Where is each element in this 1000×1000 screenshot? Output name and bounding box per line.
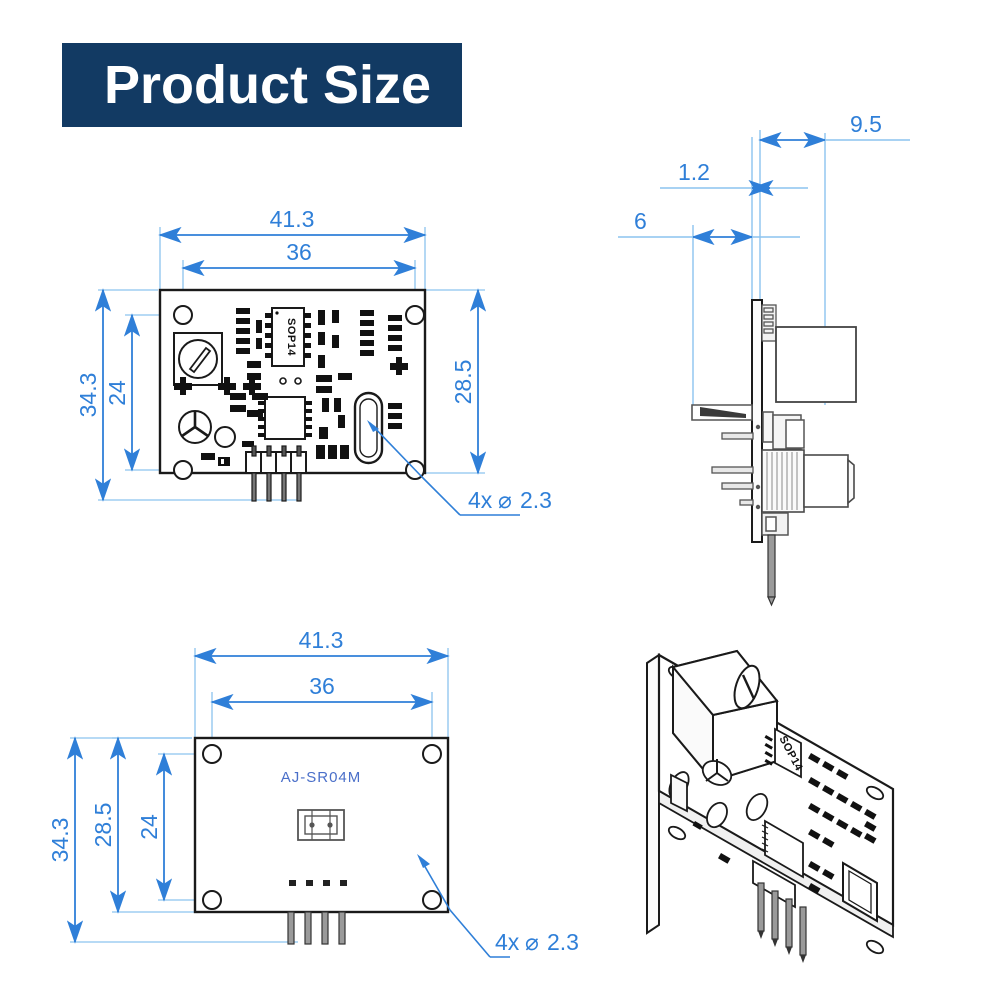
dim-bottom-hole-spacing-height: 24	[136, 752, 173, 902]
iso-components	[668, 759, 769, 829]
silkscreen-label-aj-sr04m: AJ-SR04M	[281, 769, 362, 786]
qfn-chip	[258, 396, 312, 440]
side-profile-geometry	[691, 299, 857, 607]
dim-label-board-thickness: 1.2	[678, 159, 710, 185]
iso-pin-header	[752, 859, 807, 963]
sop14-ic: SOP14	[265, 307, 311, 367]
pin-header-bottom	[287, 911, 346, 945]
dim-total-depth: 9.5	[758, 111, 910, 149]
dim-bottom-board-height: 28.5	[90, 736, 127, 914]
dim-overall-height: 34.3	[75, 288, 112, 502]
dim-label-front-projection: 6	[634, 208, 647, 234]
via-ring	[214, 426, 236, 448]
dim-label-bottom-hole-spacing-height: 24	[136, 814, 162, 840]
smd-components-top	[201, 308, 402, 460]
solder-pads-bottom	[289, 880, 347, 886]
dim-hole-spacing-width: 36	[181, 239, 417, 277]
iso-oval-slot	[842, 861, 878, 923]
product-size-banner: Product Size	[62, 43, 462, 127]
dim-label-hole-spacing-width: 36	[286, 239, 312, 265]
ic-label-sop14: SOP14	[285, 318, 297, 356]
isometric-view: SOP14	[625, 625, 935, 985]
dim-board-thickness: 1.2	[660, 159, 808, 197]
dim-label-bottom-hole-spacing-width: 36	[309, 673, 335, 699]
iso-transducer	[671, 649, 779, 784]
hole-callout-bottom: 4x ⌀ 2.3	[495, 929, 579, 955]
test-points	[279, 377, 302, 385]
dim-label-bottom-board-height: 28.5	[90, 803, 116, 848]
diameter-symbol-top: ⌀	[498, 487, 512, 513]
dim-label-total-depth: 9.5	[850, 111, 882, 137]
top-view: 41.3 36 34.3 24 28.5	[70, 205, 552, 550]
capacitor-symbols	[174, 357, 408, 395]
dim-overall-width: 41.3	[158, 206, 427, 244]
dim-front-projection: 6	[618, 208, 800, 246]
hole-callout-leader-top	[367, 420, 520, 516]
dim-label-bottom-overall-height: 34.3	[47, 818, 73, 863]
dim-label-overall-width: 41.3	[270, 206, 315, 232]
callout-prefix-bottom: 4x	[495, 929, 520, 955]
trimmer-potentiometer	[173, 332, 223, 386]
iso-qfn	[761, 819, 804, 879]
hole-callout-top: 4x ⌀ 2.3	[468, 487, 552, 513]
iso-smd-pads	[692, 753, 877, 894]
dim-label-overall-height: 34.3	[75, 373, 101, 418]
pin-header-top	[245, 445, 307, 502]
side-view: 9.5 1.2 6	[600, 111, 960, 607]
trimmer-second	[178, 410, 212, 444]
banner-title: Product Size	[104, 55, 432, 115]
callout-prefix-top: 4x	[468, 487, 493, 513]
iso-sop14-ic: SOP14	[764, 727, 805, 779]
dim-bottom-hole-spacing-width: 36	[210, 673, 434, 711]
dim-label-bottom-overall-width: 41.3	[299, 627, 344, 653]
diameter-symbol-bottom: ⌀	[525, 929, 539, 955]
callout-value-top: 2.3	[520, 487, 552, 513]
bottom-view: 41.3 36 34.3 28.5 24	[40, 612, 579, 982]
callout-value-bottom: 2.3	[547, 929, 579, 955]
dim-hole-spacing-height: 24	[104, 313, 141, 472]
dim-bottom-overall-height: 34.3	[47, 736, 84, 944]
small-label-block	[218, 457, 230, 466]
center-footprint	[297, 809, 345, 841]
dim-label-board-height: 28.5	[450, 360, 476, 405]
dim-label-hole-spacing-height: 24	[104, 380, 130, 406]
mounting-holes-bottom	[202, 744, 442, 910]
dim-board-height: 28.5	[450, 288, 487, 475]
dim-bottom-overall-width: 41.3	[193, 627, 450, 665]
hole-callout-leader-bottom	[417, 854, 510, 958]
oval-slot	[353, 391, 384, 465]
